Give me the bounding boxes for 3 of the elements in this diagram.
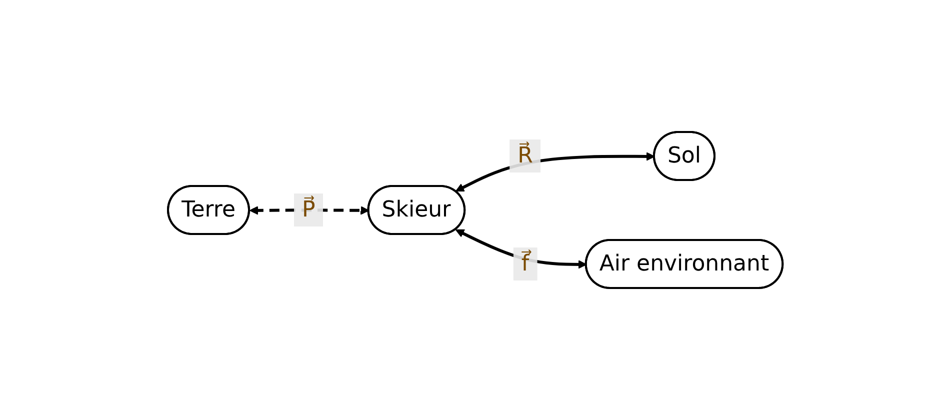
edge-label: f⃗ (522, 250, 530, 276)
edge-label: P⃗ (302, 196, 316, 222)
edge-label: R⃗ (518, 143, 534, 168)
